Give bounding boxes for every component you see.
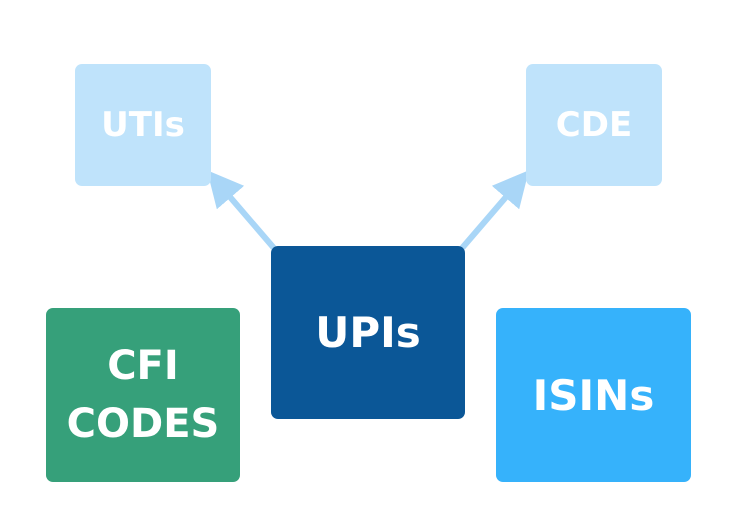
isins-box: ISINs <box>496 308 691 482</box>
cde-box: CDE <box>526 64 662 186</box>
cde-label: CDE <box>555 105 633 145</box>
arrow-upis-to-utis <box>207 170 276 250</box>
isins-label: ISINs <box>532 370 655 420</box>
utis-label: UTIs <box>101 105 185 145</box>
upis-label: UPIs <box>315 308 421 357</box>
arrow-upis-to-cde <box>460 170 529 250</box>
utis-box: UTIs <box>75 64 211 186</box>
cfi-codes-box: CFI CODES <box>46 308 240 482</box>
upis-box: UPIs <box>271 246 465 419</box>
cfi-codes-label: CFI CODES <box>66 343 220 447</box>
